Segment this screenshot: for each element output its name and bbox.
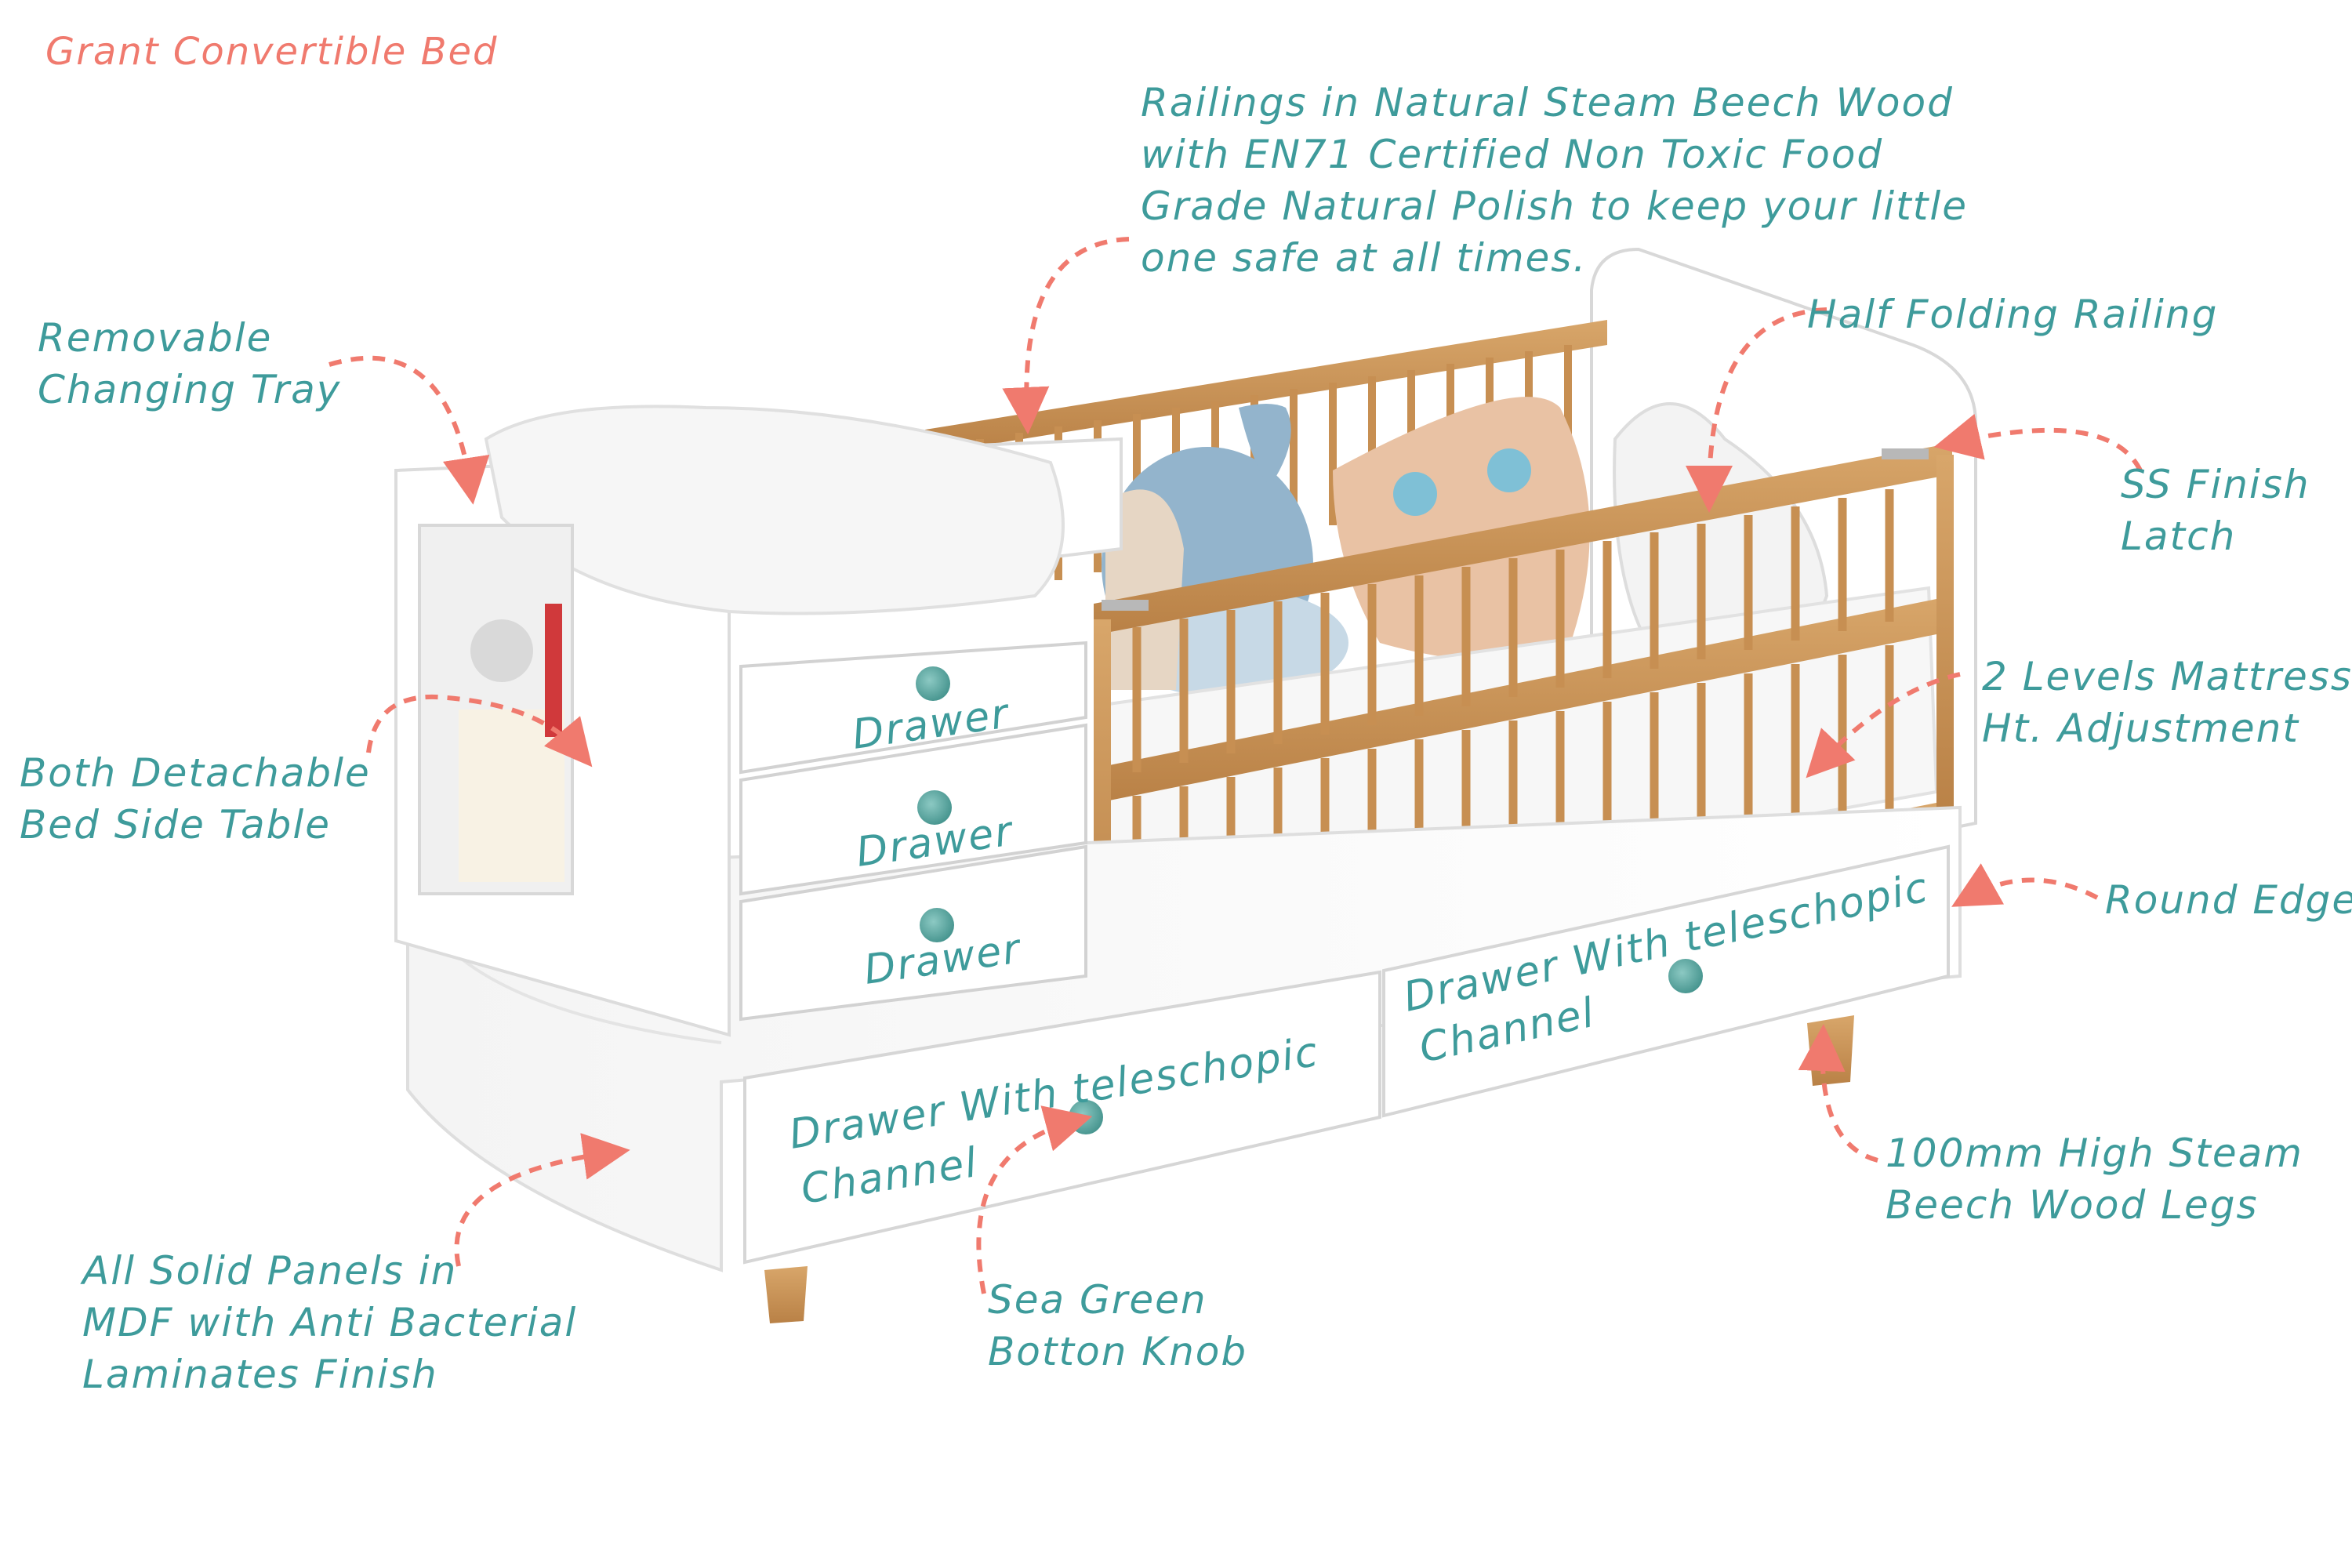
panels-line-2: MDF with Anti Bacterial (82, 1300, 578, 1345)
railings-line-2: with EN71 Certified Non Toxic Food (1141, 132, 1884, 177)
mattress-line-2: Ht. Adjustment (1982, 706, 2299, 751)
annotation-railings: Railings in Natural Steam Beech Wood wit… (1141, 77, 1968, 284)
knob-line-2: Botton Knob (988, 1329, 1248, 1374)
arrow-mattress (1806, 672, 1961, 779)
side-table-line-1: Both Detachable (20, 750, 371, 796)
annotation-half-folding: Half Folding Railing (1807, 289, 2218, 340)
railings-line-1: Railings in Natural Steam Beech Wood (1141, 80, 1954, 125)
changing-tray-line-1: Removable (38, 315, 273, 361)
knob-line-1: Sea Green (988, 1277, 1207, 1323)
annotation-changing-tray: Removable Changing Tray (38, 312, 341, 416)
arrow-round-edges (1951, 863, 2099, 907)
ss-latch-line-2: Latch (2121, 514, 2237, 559)
panels-line-3: Laminates Finish (82, 1352, 438, 1397)
arrow-knob (976, 1105, 1093, 1294)
ss-latch-line-1: SS Finish (2121, 462, 2310, 507)
annotation-mattress: 2 Levels Mattress Ht. Adjustment (1982, 651, 2352, 754)
annotation-legs: 100mm High Steam Beech Wood Legs (1886, 1127, 2303, 1231)
half-folding-line-1: Half Folding Railing (1807, 292, 2219, 337)
arrow-half-folding (1686, 307, 1828, 513)
arrow-railings (1002, 237, 1130, 434)
arrow-legs (1798, 1024, 1878, 1163)
drawer-front-2 (739, 723, 1087, 896)
leg-front-left (764, 1266, 808, 1323)
railings-line-3: Grade Natural Polish to keep your little (1141, 183, 1968, 229)
panels-line-1: All Solid Panels in (82, 1248, 458, 1294)
arrow-changing-tray (328, 355, 490, 505)
railings-line-4: one safe at all times. (1141, 235, 1588, 281)
bottom-drawer-right (1382, 844, 1950, 1118)
annotation-panels: All Solid Panels in MDF with Anti Bacter… (82, 1245, 577, 1400)
arrow-side-table (366, 694, 593, 768)
front-top-rail (1094, 443, 1952, 635)
latch (1882, 448, 1929, 459)
mattress-line-1: 2 Levels Mattress (1982, 654, 2352, 699)
annotation-round-edges: Round Edges (2105, 874, 2352, 926)
page-title: Grant Convertible Bed (45, 30, 499, 74)
drawer-front-3 (739, 844, 1087, 1022)
drawer-front-1 (739, 641, 1087, 775)
annotation-ss-latch: SS Finish Latch (2121, 459, 2310, 562)
side-table-line-2: Bed Side Table (20, 802, 332, 848)
annotation-knob: Sea Green Botton Knob (988, 1274, 1247, 1377)
legs-line-1: 100mm High Steam (1886, 1131, 2304, 1176)
legs-line-2: Beech Wood Legs (1886, 1182, 2259, 1228)
front-middle-rail (1094, 596, 1952, 804)
changing-tray-line-2: Changing Tray (38, 367, 342, 412)
arrow-ss-latch (1933, 413, 2143, 472)
annotation-side-table: Both Detachable Bed Side Table (20, 747, 371, 851)
arrow-panels (454, 1133, 630, 1267)
round-edges-line-1: Round Edges (2105, 877, 2352, 923)
front-upper-slats (1132, 489, 1894, 772)
changing-mat (484, 405, 1065, 615)
